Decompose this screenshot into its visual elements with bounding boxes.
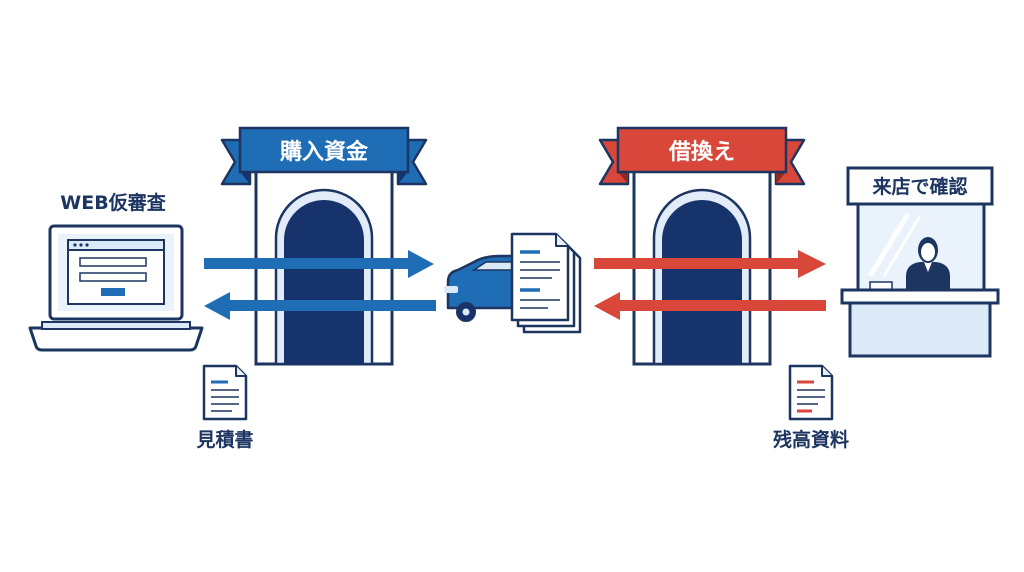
document-stack-icon: [510, 232, 582, 334]
in-store-label: 来店で確認: [872, 175, 967, 198]
web-review-label: WEB仮審査: [60, 191, 166, 214]
blue-arrow-right: [204, 250, 434, 278]
estimate-label: 見積書: [196, 428, 253, 451]
balance-document-icon: [788, 364, 834, 421]
blue-arrow-left: [204, 292, 436, 320]
store-counter-icon: [840, 166, 1000, 358]
red-arrow-right: [594, 250, 826, 278]
refinance-label: 借換え: [668, 139, 735, 165]
red-arrow-left: [594, 292, 826, 320]
staff-person-icon: [906, 237, 950, 290]
purchase-funds-banner: [220, 126, 428, 186]
refinance-banner: [598, 126, 806, 186]
balance-docs-label: 残高資料: [773, 428, 849, 451]
laptop-icon: [28, 224, 204, 352]
estimate-document-icon: [202, 364, 248, 421]
purchase-funds-label: 購入資金: [280, 139, 369, 165]
